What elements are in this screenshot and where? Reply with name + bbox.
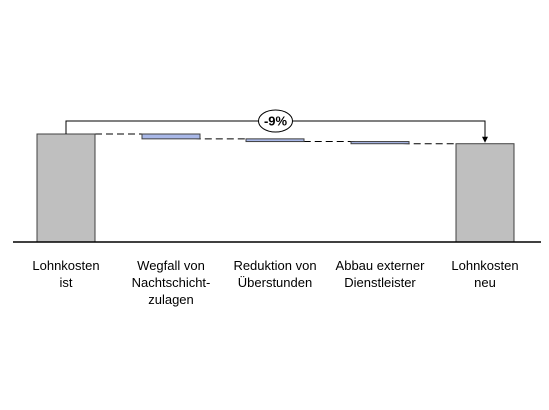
change-label: -9% — [264, 114, 288, 129]
category-label: Lohnkosten ist — [14, 257, 118, 291]
delta-bar — [245, 138, 305, 143]
category-label-line: Reduktion von — [233, 258, 317, 273]
category-label: Lohnkosten neu — [433, 257, 537, 291]
total-bar — [36, 133, 96, 243]
category-label-line: zulagen — [148, 292, 194, 307]
arrow-head-icon — [482, 136, 488, 143]
category-label-line: Nachtschicht- — [131, 275, 211, 290]
delta-bar — [141, 133, 201, 140]
category-label-line: Dienstleister — [344, 275, 416, 290]
category-label-line: Abbau externer — [335, 258, 425, 273]
category-label-line: Lohnkosten — [451, 258, 519, 273]
delta-bar — [350, 141, 410, 145]
change-badge — [258, 109, 293, 133]
category-label-line: Wegfall von — [137, 258, 205, 273]
category-label-line: Überstunden — [237, 275, 313, 290]
category-label-line: Lohnkosten — [32, 258, 100, 273]
total-bar — [455, 143, 515, 243]
category-label-line: ist — [59, 275, 73, 290]
category-label-line: neu — [474, 275, 496, 290]
